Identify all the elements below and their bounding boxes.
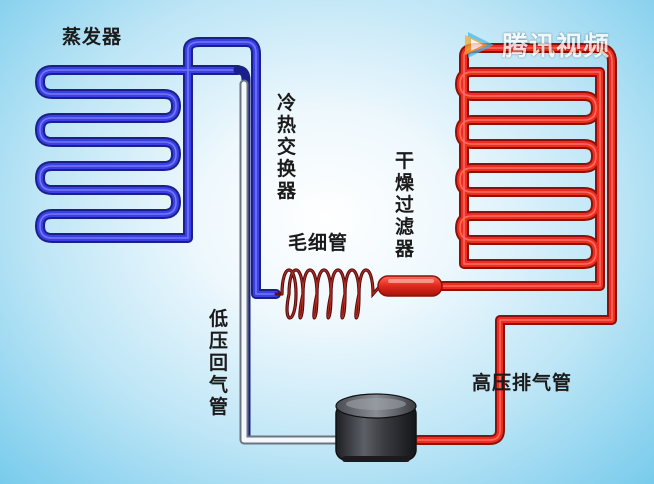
evaporator-label: 蒸发器 <box>62 26 123 48</box>
compressor <box>335 393 417 462</box>
low-pressure-return-label: 低压回气管 <box>208 308 229 418</box>
condenser-coil <box>413 43 617 445</box>
dryer-filter <box>377 275 443 297</box>
low-pressure-return-pipe <box>239 79 341 445</box>
dryer-filter-label: 干燥过滤器 <box>394 150 415 260</box>
video-watermark: 腾讯视频 <box>462 26 610 63</box>
capillary-label: 毛细管 <box>288 232 349 254</box>
capillary-coil <box>274 268 382 320</box>
high-pressure-exhaust-label: 高压排气管 <box>472 372 573 394</box>
watermark-text: 腾讯视频 <box>502 32 611 62</box>
tencent-video-play-icon <box>465 31 494 58</box>
heat-exchanger-label: 冷热交换器 <box>276 92 297 202</box>
